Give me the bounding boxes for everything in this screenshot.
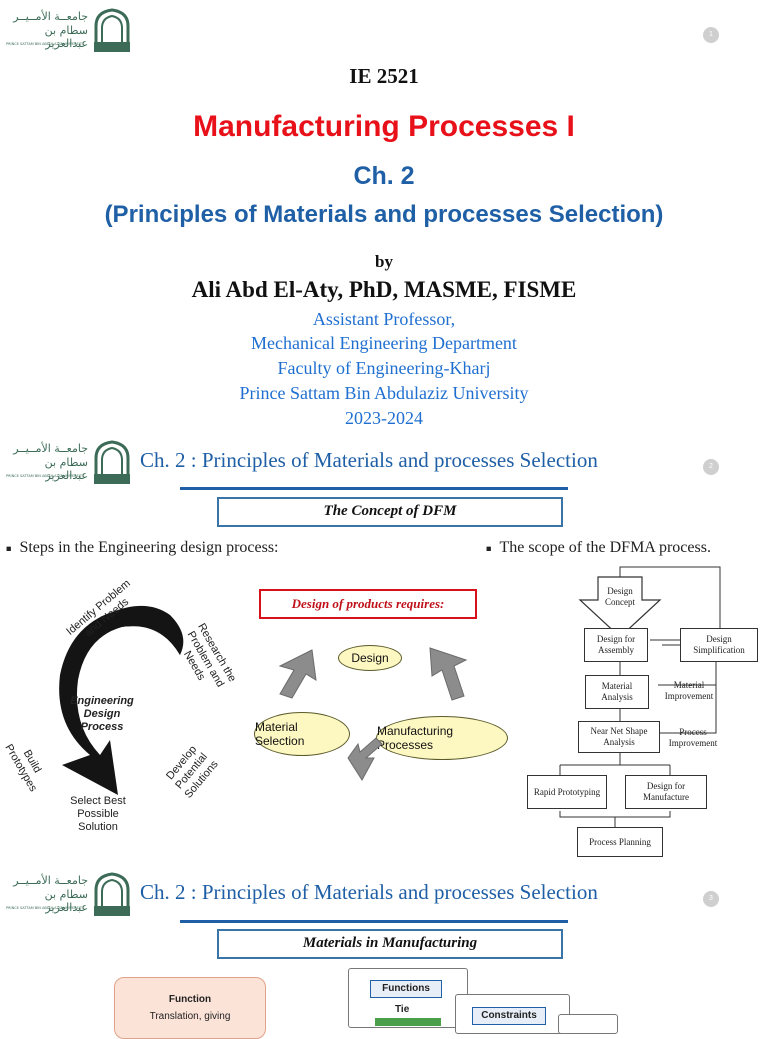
chapter-number: Ch. 2 xyxy=(353,162,415,190)
page-number: 2 xyxy=(703,459,719,475)
flow-design-assembly: Design for Assembly xyxy=(584,628,648,662)
flow-design-manufacture: Design for Manufacture xyxy=(625,775,707,809)
arrow-design-to-material xyxy=(278,649,317,699)
author-position: Assistant Professor, xyxy=(312,309,456,329)
flow-design-simplification: Design Simplification xyxy=(680,628,758,662)
bullet-left-text: Steps in the Engineering design process: xyxy=(19,539,279,556)
flow-design-concept: Design Concept xyxy=(605,586,635,607)
flow-process-planning: Process Planning xyxy=(577,827,663,857)
logo-english: PRINCE SATTAM BIN ABDULAZIZ UNIVERSITY xyxy=(6,42,85,46)
logo-arabic-line1: جامعــة الأمــيــر xyxy=(13,442,88,455)
function-card: Function Translation, giving xyxy=(114,977,266,1039)
logo-arabic-line2: سطام بن عبدالعزيز xyxy=(44,24,88,50)
bullet-marker: ■ xyxy=(486,543,492,554)
bullet-marker: ■ xyxy=(6,543,12,554)
tie-bar xyxy=(375,1018,441,1026)
header-rule xyxy=(180,487,568,490)
by-label: by xyxy=(375,252,393,271)
design-concept-arrow xyxy=(578,576,662,638)
functions-label: Functions xyxy=(370,980,442,998)
author-university: Prince Sattam Bin Abdulaziz University xyxy=(239,383,529,403)
function-card-title: Function xyxy=(168,994,212,1005)
next-card xyxy=(558,1014,618,1034)
header-rule xyxy=(180,920,568,923)
author-name: Ali Abd El-Aty, PhD, MASME, FISME xyxy=(191,277,577,302)
section-title-box: The Concept of DFM xyxy=(217,497,563,527)
flow-material-improvement: Material Improvement xyxy=(664,680,714,701)
course-title: Manufacturing Processes I xyxy=(193,110,575,143)
university-logo: جامعــة الأمــيــر سطام بن عبدالعزيز PRI… xyxy=(6,6,136,56)
function-card-text: Translation, giving xyxy=(149,1011,231,1022)
logo-emblem-icon xyxy=(94,872,130,916)
chapter-title: (Principles of Materials and processes S… xyxy=(104,201,664,228)
tie-label: Tie xyxy=(395,1004,410,1015)
logo-emblem-icon xyxy=(94,8,130,52)
logo-arabic-line2: سطام بن عبدالعزيز xyxy=(44,456,88,482)
flow-material-analysis: Material Analysis xyxy=(585,675,649,709)
university-logo: جامعــة الأمــيــر سطام بن عبدالعزيز PRI… xyxy=(6,870,136,920)
requires-box: Design of products requires: xyxy=(259,589,477,619)
slide-header: Ch. 2 : Principles of Materials and proc… xyxy=(140,880,598,904)
bullet-left: ■ Steps in the Engineering design proces… xyxy=(6,539,279,557)
logo-english: PRINCE SATTAM BIN ABDULAZIZ UNIVERSITY xyxy=(6,474,85,478)
requires-arrows xyxy=(278,647,468,781)
design-cycle-arrow xyxy=(59,595,193,795)
logo-arabic-line2: سطام بن عبدالعزيز xyxy=(44,888,88,914)
cycle-center-label: Engineering Design Process xyxy=(70,695,134,733)
constraints-label: Constraints xyxy=(472,1007,546,1025)
bullet-right-text: The scope of the DFMA process. xyxy=(499,539,711,556)
logo-english: PRINCE SATTAM BIN ABDULAZIZ UNIVERSITY xyxy=(6,906,85,910)
bullet-right: ■ The scope of the DFMA process. xyxy=(486,539,711,557)
design-ellipse: Design xyxy=(338,645,402,671)
arrow-material-to-manufacturing xyxy=(347,737,383,781)
flow-rapid-prototyping: Rapid Prototyping xyxy=(527,775,607,809)
academic-year: 2023-2024 xyxy=(345,408,423,428)
manufacturing-processes-ellipse: Manufacturing Processes xyxy=(376,716,508,760)
university-logo: جامعــة الأمــيــر سطام بن عبدالعزيز PRI… xyxy=(6,438,136,488)
course-code: IE 2521 xyxy=(349,64,419,88)
logo-arabic-line1: جامعــة الأمــيــر xyxy=(13,874,88,887)
section-title-box: Materials in Manufacturing xyxy=(217,929,563,959)
author-faculty: Faculty of Engineering-Kharj xyxy=(277,358,491,378)
cycle-step-4: Select Best Possible Solution xyxy=(70,795,126,833)
flow-process-improvement: Process Improvement xyxy=(668,727,718,748)
page-number: 1 xyxy=(703,27,719,43)
logo-arabic-line1: جامعــة الأمــيــر xyxy=(13,10,88,23)
slide-header: Ch. 2 : Principles of Materials and proc… xyxy=(140,448,598,472)
dfma-flowchart-lines xyxy=(559,566,721,827)
material-selection-ellipse: Material Selection xyxy=(254,712,350,756)
flow-near-net-shape: Near Net Shape Analysis xyxy=(578,721,660,753)
page-number: 3 xyxy=(703,891,719,907)
arrow-manufacturing-to-design xyxy=(429,647,468,701)
logo-emblem-icon xyxy=(94,440,130,484)
author-department: Mechanical Engineering Department xyxy=(251,333,517,353)
